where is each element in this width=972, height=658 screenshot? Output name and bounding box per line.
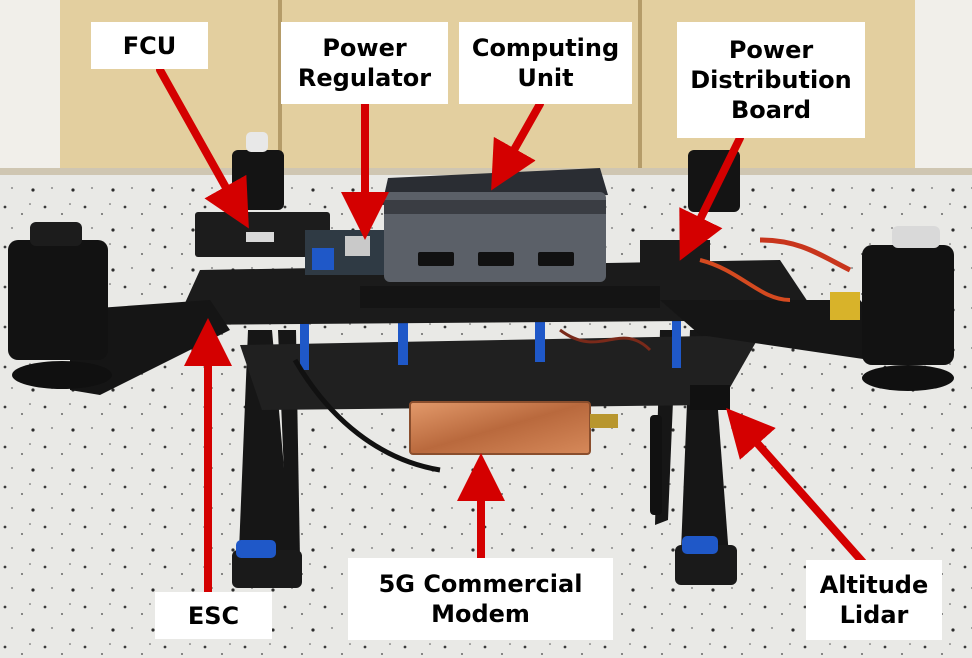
label-pdb-line-2: Distribution: [690, 66, 852, 94]
label-power-regulator-line-1: Power: [322, 34, 407, 62]
label-fcu-line-1: FCU: [122, 31, 177, 60]
lower-frame-plate: [240, 335, 760, 410]
right-motor: [862, 226, 954, 391]
white-wall-left: [0, 0, 60, 175]
label-pdb-line-1: Power: [728, 36, 814, 64]
power-distribution-board: [640, 240, 710, 280]
label-power-regulator: Power Regulator: [281, 22, 448, 104]
label-computing-unit: Computing Unit: [459, 22, 632, 104]
blue-standoffs: [300, 300, 681, 370]
label-computing-unit-line-1: Computing: [471, 34, 620, 62]
white-wall-right: [915, 0, 972, 175]
copper-modem: [409, 401, 591, 455]
arrow-computing-unit: [491, 100, 544, 191]
label-power-regulator-line-2: Regulator: [297, 64, 432, 92]
label-lidar-line-2: Lidar: [839, 601, 909, 629]
label-modem-line-1: 5G Commercial: [378, 570, 583, 598]
computing-unit-box: [382, 168, 608, 282]
label-lidar-line-1: Altitude: [819, 571, 929, 599]
label-altitude-lidar: Altitude Lidar: [806, 560, 942, 640]
left-motor: [8, 222, 112, 389]
lidar-sensor: [690, 385, 730, 410]
label-esc: ESC: [155, 592, 272, 639]
label-modem-line-2: Modem: [431, 600, 530, 628]
label-computing-unit-line-2: Unit: [517, 64, 574, 92]
label-fcu: FCU: [91, 22, 208, 69]
arrow-pdb: [679, 134, 744, 261]
label-5g-modem: 5G Commercial Modem: [348, 558, 613, 640]
annotation-arrows: [156, 66, 872, 596]
arrow-fcu: [156, 66, 249, 229]
arrow-lidar: [726, 408, 872, 572]
label-esc-line-1: ESC: [187, 601, 240, 630]
label-pdb-line-3: Board: [731, 96, 811, 124]
label-power-distribution-board: Power Distribution Board: [677, 22, 865, 138]
